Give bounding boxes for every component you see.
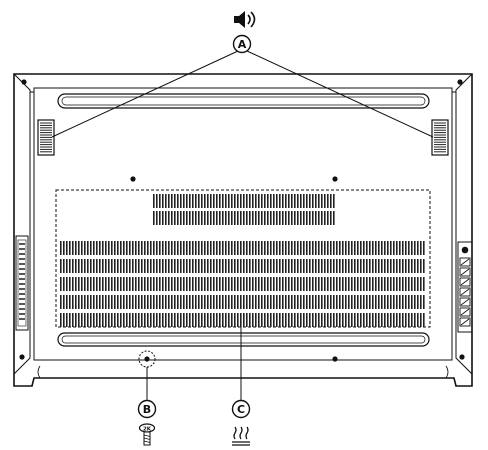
rubber-foot-bottom (57, 332, 430, 347)
right-ports (457, 241, 473, 333)
screw-icon: 2K (138, 423, 156, 446)
screw-b-location (138, 350, 156, 401)
left-port-ticks (19, 243, 25, 320)
callout-a: A (51, 34, 434, 138)
laptop-body (13, 73, 473, 387)
callout-c-label: C (237, 403, 245, 416)
left-ports (15, 235, 29, 331)
speaker-grille-left (37, 119, 55, 156)
body-screws (19, 79, 465, 362)
callout-c: C (231, 327, 251, 419)
speaker-grille-right (431, 119, 449, 156)
callout-b: B (137, 399, 157, 419)
screw-label: 2K (143, 427, 152, 433)
callout-a-label: A (238, 38, 247, 51)
vent-slots-top (153, 194, 335, 225)
vent-slots-main (60, 241, 425, 327)
rubber-foot-top (57, 93, 430, 109)
speaker-icon (234, 11, 256, 28)
heat-icon (232, 426, 250, 446)
right-port-blocks (459, 257, 471, 327)
callout-b-label: B (143, 403, 151, 416)
